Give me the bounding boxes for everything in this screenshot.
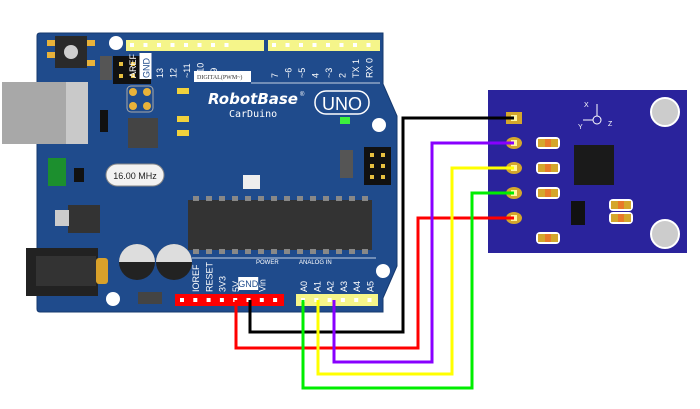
capacitor [156, 244, 192, 280]
pin-label: IOREF [191, 264, 201, 292]
pin-label: ~10 [196, 63, 206, 78]
mounting-hole [109, 36, 123, 50]
axis-z-label: Z [608, 121, 613, 128]
digital-caption: DIGITAL(PWM~) [197, 74, 242, 81]
pin-label: ~6 [284, 68, 294, 78]
arduino-board: 16.00 MHz RobotBase ® CarDuino UNO [2, 32, 398, 313]
diode [100, 56, 112, 80]
axis-y-label: Y [578, 124, 583, 131]
wire-a2 [332, 141, 514, 364]
pin-label: AREF [128, 53, 138, 78]
pin-label: 2 [338, 73, 348, 78]
icsp-header-2[interactable] [364, 147, 391, 185]
pin-label: A1 [312, 281, 322, 292]
mounting-hole [106, 292, 120, 306]
fuse [48, 158, 66, 186]
accelerometer-module: X Y Z [488, 90, 687, 253]
wire-a0 [301, 191, 514, 390]
voltage-regulator [68, 205, 100, 233]
pin-label: A3 [339, 281, 349, 292]
digital-header-left [126, 40, 264, 51]
power-led [340, 117, 350, 124]
pin-label: ~11 [182, 63, 192, 78]
accelerometer-chip [574, 145, 614, 185]
axis-x-label: X [584, 102, 589, 109]
pin-label: ~5 [297, 68, 307, 78]
crystal-label: 16.00 MHz [113, 171, 157, 181]
model-label: CarDuino [229, 109, 277, 120]
pin-label: ~3 [324, 68, 334, 78]
pin-label: RX 0 [365, 58, 375, 78]
power-header [175, 294, 284, 306]
pin-label: GND [238, 279, 259, 289]
wire-vcc [234, 216, 514, 350]
capacitor [119, 244, 155, 280]
pin-label: 12 [169, 68, 179, 78]
analog-caption: ANALOG IN [299, 260, 332, 266]
analog-header [296, 294, 378, 306]
registered-mark: ® [300, 91, 305, 98]
mounting-hole [650, 97, 680, 127]
usb-chip [128, 118, 158, 148]
pin-label: 3V3 [218, 276, 228, 292]
usb-connector [2, 82, 68, 144]
wire-gnd [248, 116, 514, 334]
pin-label: Vin [258, 279, 268, 292]
pin-label: A0 [299, 281, 309, 292]
pin-label: A4 [352, 281, 362, 292]
microcontroller [188, 200, 372, 250]
pin-label: 4 [311, 73, 321, 78]
mounting-hole [372, 118, 386, 132]
brand-logo: RobotBase [208, 90, 298, 108]
pin-label: 13 [155, 68, 165, 78]
pin-label: GND [142, 58, 152, 79]
pin-label: 5V [231, 281, 241, 292]
crystal [105, 163, 165, 187]
wire-a1 [316, 166, 514, 376]
pin-label: A5 [366, 281, 376, 292]
power-caption: POWER [256, 260, 279, 266]
pin-label: 7 [270, 73, 280, 78]
pin-label: RESET [204, 261, 214, 292]
pin-label: A2 [326, 281, 336, 292]
mounting-hole [650, 219, 680, 249]
pin-label: TX 1 [351, 59, 361, 78]
mounting-hole [376, 264, 390, 278]
uno-badge: UNO [322, 94, 362, 114]
digital-header-right [268, 40, 380, 51]
